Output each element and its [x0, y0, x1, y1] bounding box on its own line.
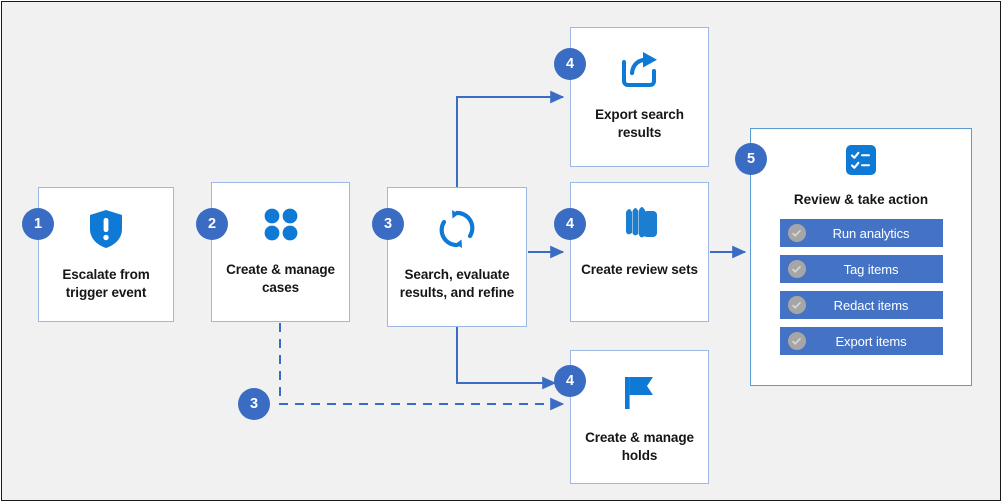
action-label: Run analytics: [832, 225, 910, 241]
node-caption: Create & manage cases: [226, 262, 335, 295]
action-label: Export items: [835, 333, 907, 349]
badge-step-5: 5: [735, 143, 767, 175]
action-label: Tag items: [843, 261, 899, 277]
action-tag-items[interactable]: Tag items: [779, 255, 943, 283]
node-create-review-sets[interactable]: Create review sets: [570, 182, 709, 322]
node-caption: Escalate from trigger event: [62, 267, 150, 300]
badge-step-4-holds: 4: [554, 365, 586, 397]
check-circle-icon: [787, 224, 806, 242]
layered-sheets-icon: [620, 201, 660, 247]
badge-step-3-dashed-connector: 3: [238, 388, 270, 420]
action-redact-items[interactable]: Redact items: [779, 291, 943, 319]
flag-icon: [621, 369, 659, 415]
node-search-evaluate-refine[interactable]: Search, evaluate results, and refine: [387, 187, 527, 327]
connector-search-top-stub: [456, 90, 565, 187]
check-circle-icon: [787, 332, 806, 350]
refresh-cycle-icon: [437, 206, 477, 252]
connector-search-to-holds: [456, 327, 557, 390]
node-caption: Create & manage holds: [585, 430, 694, 463]
check-circle-icon: [787, 260, 806, 278]
node-export-search-results[interactable]: Export search results: [570, 27, 709, 167]
badge-step-2: 2: [196, 208, 228, 240]
panel-review-take-action[interactable]: Review & take action Run analytics Tag i…: [750, 128, 972, 386]
checklist-icon: [846, 145, 876, 180]
four-dots-icon: [261, 201, 301, 247]
badge-step-4-export: 4: [554, 48, 586, 80]
node-create-manage-holds[interactable]: Create & manage holds: [570, 350, 709, 484]
action-run-analytics[interactable]: Run analytics: [779, 219, 943, 247]
action-list: Run analytics Tag items Redact items Exp…: [779, 219, 943, 355]
check-circle-icon: [787, 296, 806, 314]
action-export-items[interactable]: Export items: [779, 327, 943, 355]
node-escalate-from-trigger-event[interactable]: Escalate from trigger event: [38, 187, 174, 322]
node-caption: Search, evaluate results, and refine: [399, 267, 515, 300]
connector-cases-to-holds: [279, 323, 565, 411]
panel-title: Review & take action: [793, 192, 929, 207]
action-label: Redact items: [833, 297, 909, 313]
shield-alert-icon: [89, 206, 123, 252]
node-create-manage-cases[interactable]: Create & manage cases: [211, 182, 350, 322]
badge-step-4-review-sets: 4: [554, 208, 586, 240]
node-caption: Export search results: [595, 107, 684, 140]
node-caption: Create review sets: [581, 262, 698, 277]
badge-step-1: 1: [22, 208, 54, 240]
export-share-icon: [619, 46, 661, 92]
badge-step-3: 3: [372, 208, 404, 240]
